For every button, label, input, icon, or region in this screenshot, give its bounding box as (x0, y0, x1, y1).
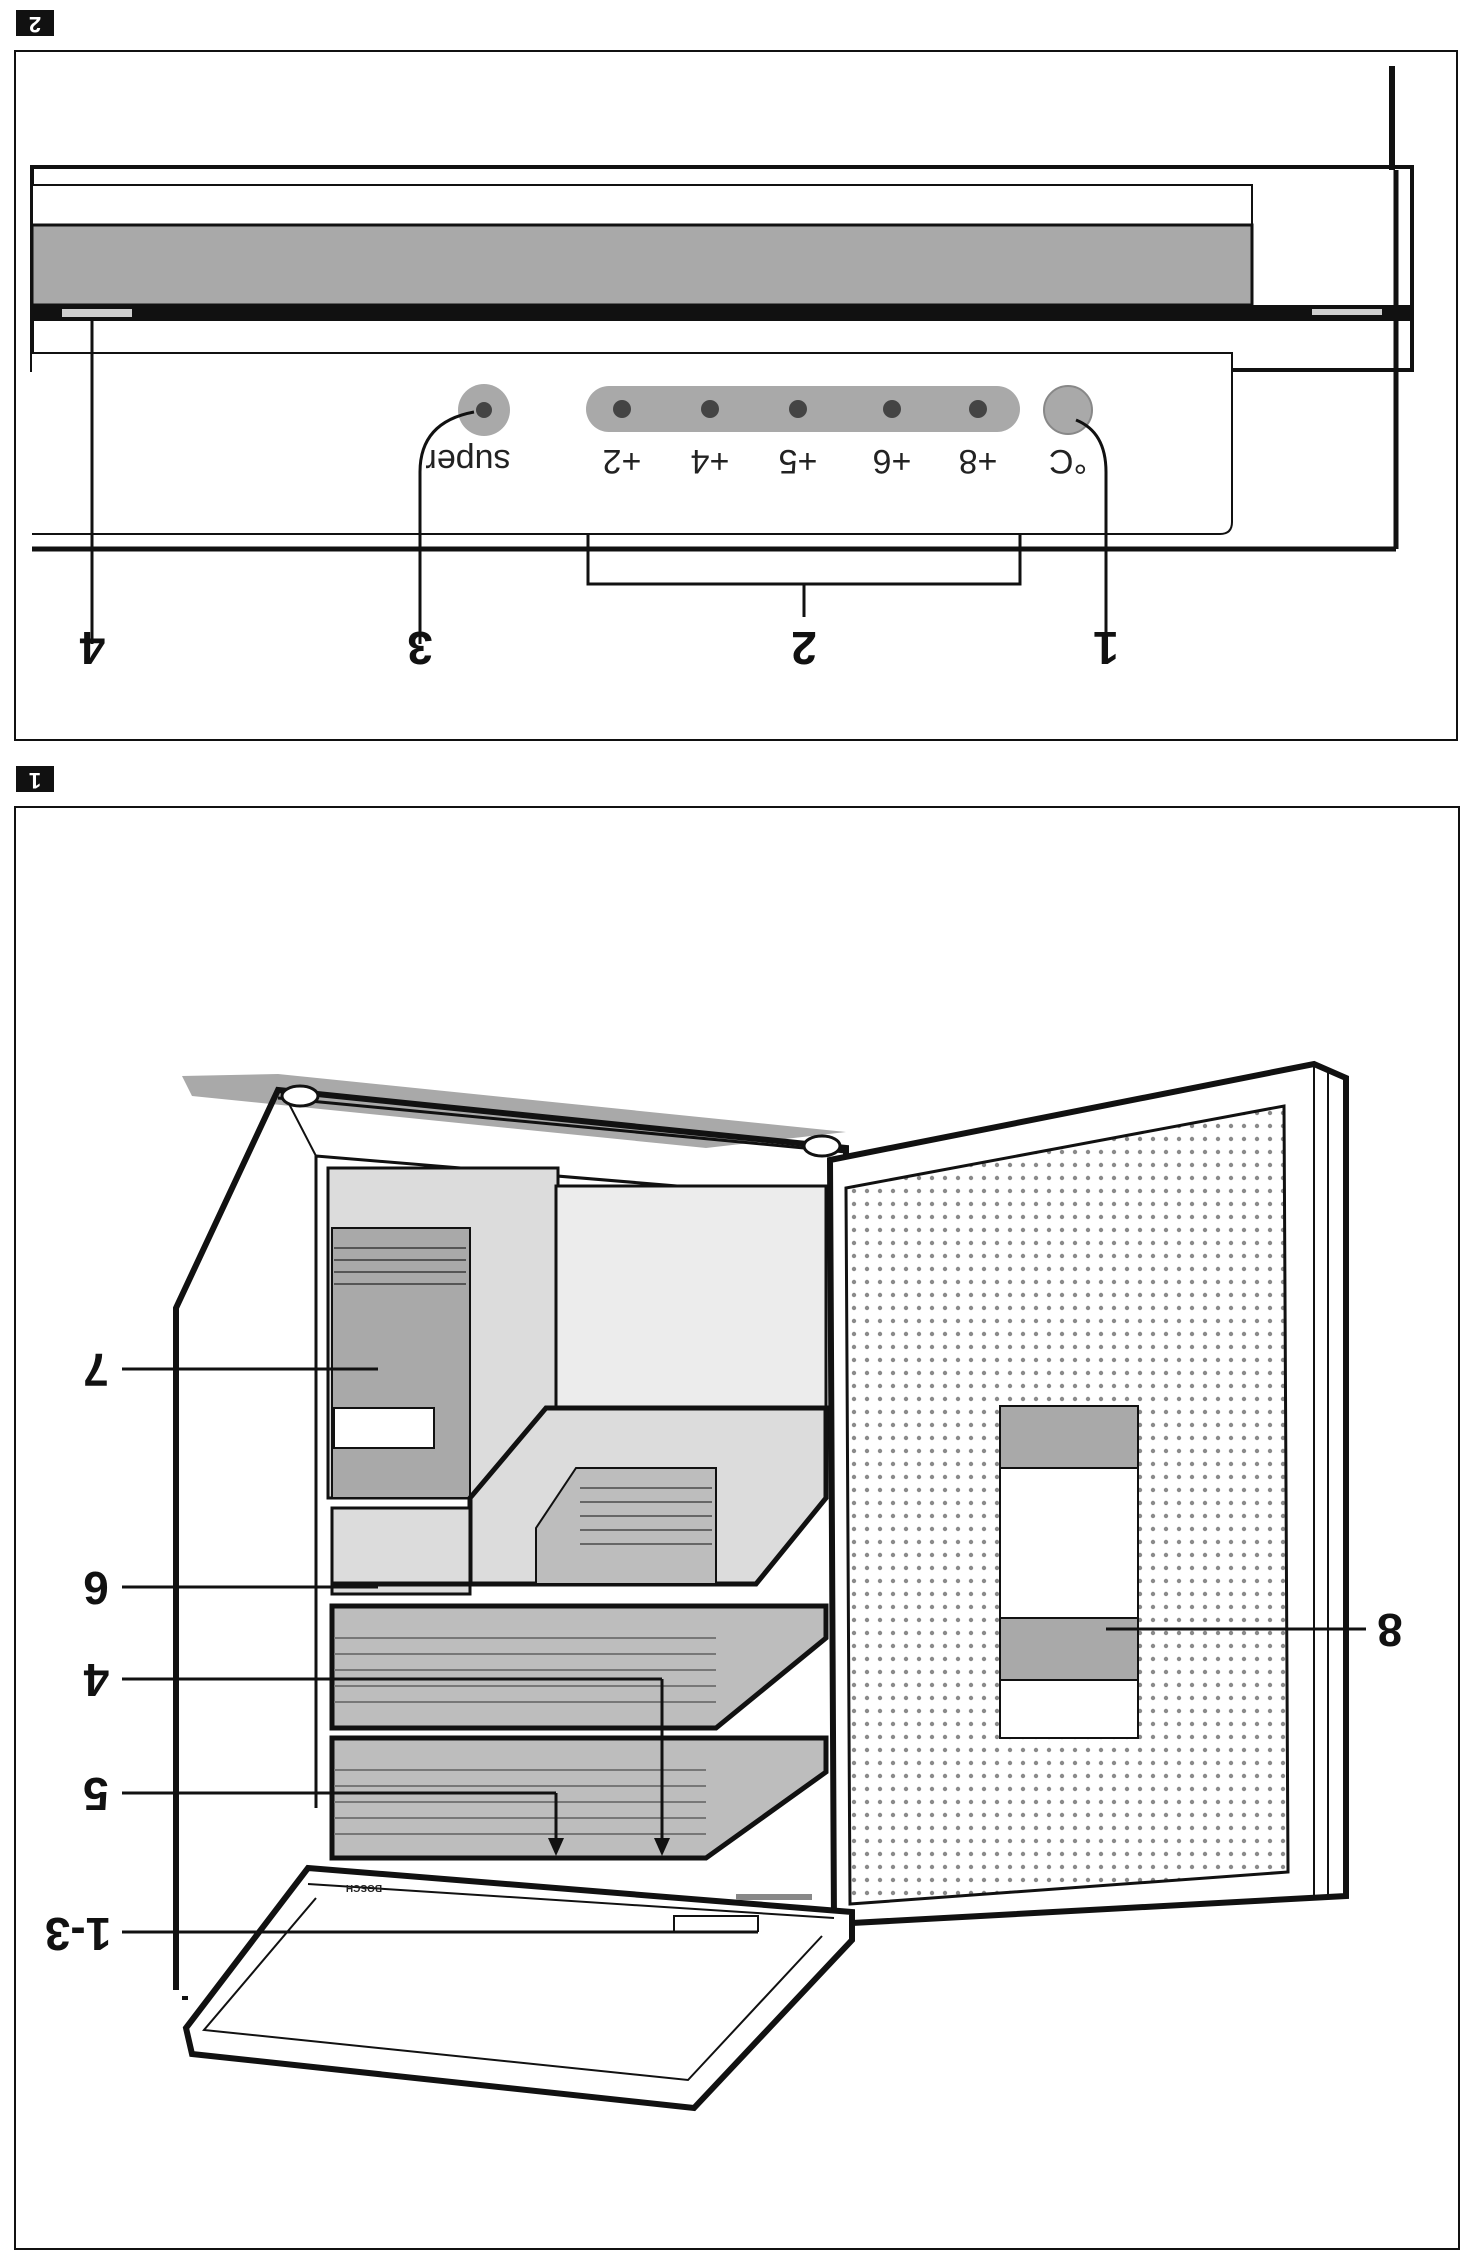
freezer-drawing: BOSCH 7 6 4 5 1-3 8 (45, 1060, 1403, 2112)
callout-3: 3 (407, 622, 433, 674)
figure-2-control-panel: °C +8 +6 +5 +4 +2 super 1 2 3 4 (14, 50, 1458, 741)
callout-4: 4 (83, 1654, 109, 1706)
temp-label-4: +4 (691, 442, 730, 480)
callout-6: 6 (83, 1562, 109, 1614)
brand-label: BOSCH (346, 1882, 382, 1893)
callout-1-3: 1-3 (45, 1908, 111, 1960)
figure-1-number: 1 (28, 768, 42, 793)
figure-2-tag: 2 (16, 10, 54, 37)
super-label: super (425, 442, 510, 480)
temp-label-8: +8 (959, 442, 998, 480)
callout-2: 2 (791, 622, 817, 674)
temperature-button (1043, 385, 1093, 435)
control-panel-drawing: °C +8 +6 +5 +4 +2 super 1 2 3 4 (30, 66, 1414, 674)
figure-1-tag: 1 (16, 766, 54, 793)
callout-1: 1 (1093, 622, 1119, 674)
callout-4: 4 (79, 622, 105, 674)
callout-7: 7 (83, 1344, 109, 1396)
unit-label: °C (1049, 442, 1087, 480)
callout-8: 8 (1377, 1604, 1403, 1656)
figure-1-freezer-overview: BOSCH 7 6 4 5 1-3 8 (14, 806, 1460, 2250)
figure-2-number: 2 (28, 12, 42, 37)
temp-label-2: +2 (603, 442, 642, 480)
callout-5: 5 (83, 1768, 109, 1820)
temp-label-5: +5 (779, 442, 818, 480)
temp-label-6: +6 (873, 442, 912, 480)
